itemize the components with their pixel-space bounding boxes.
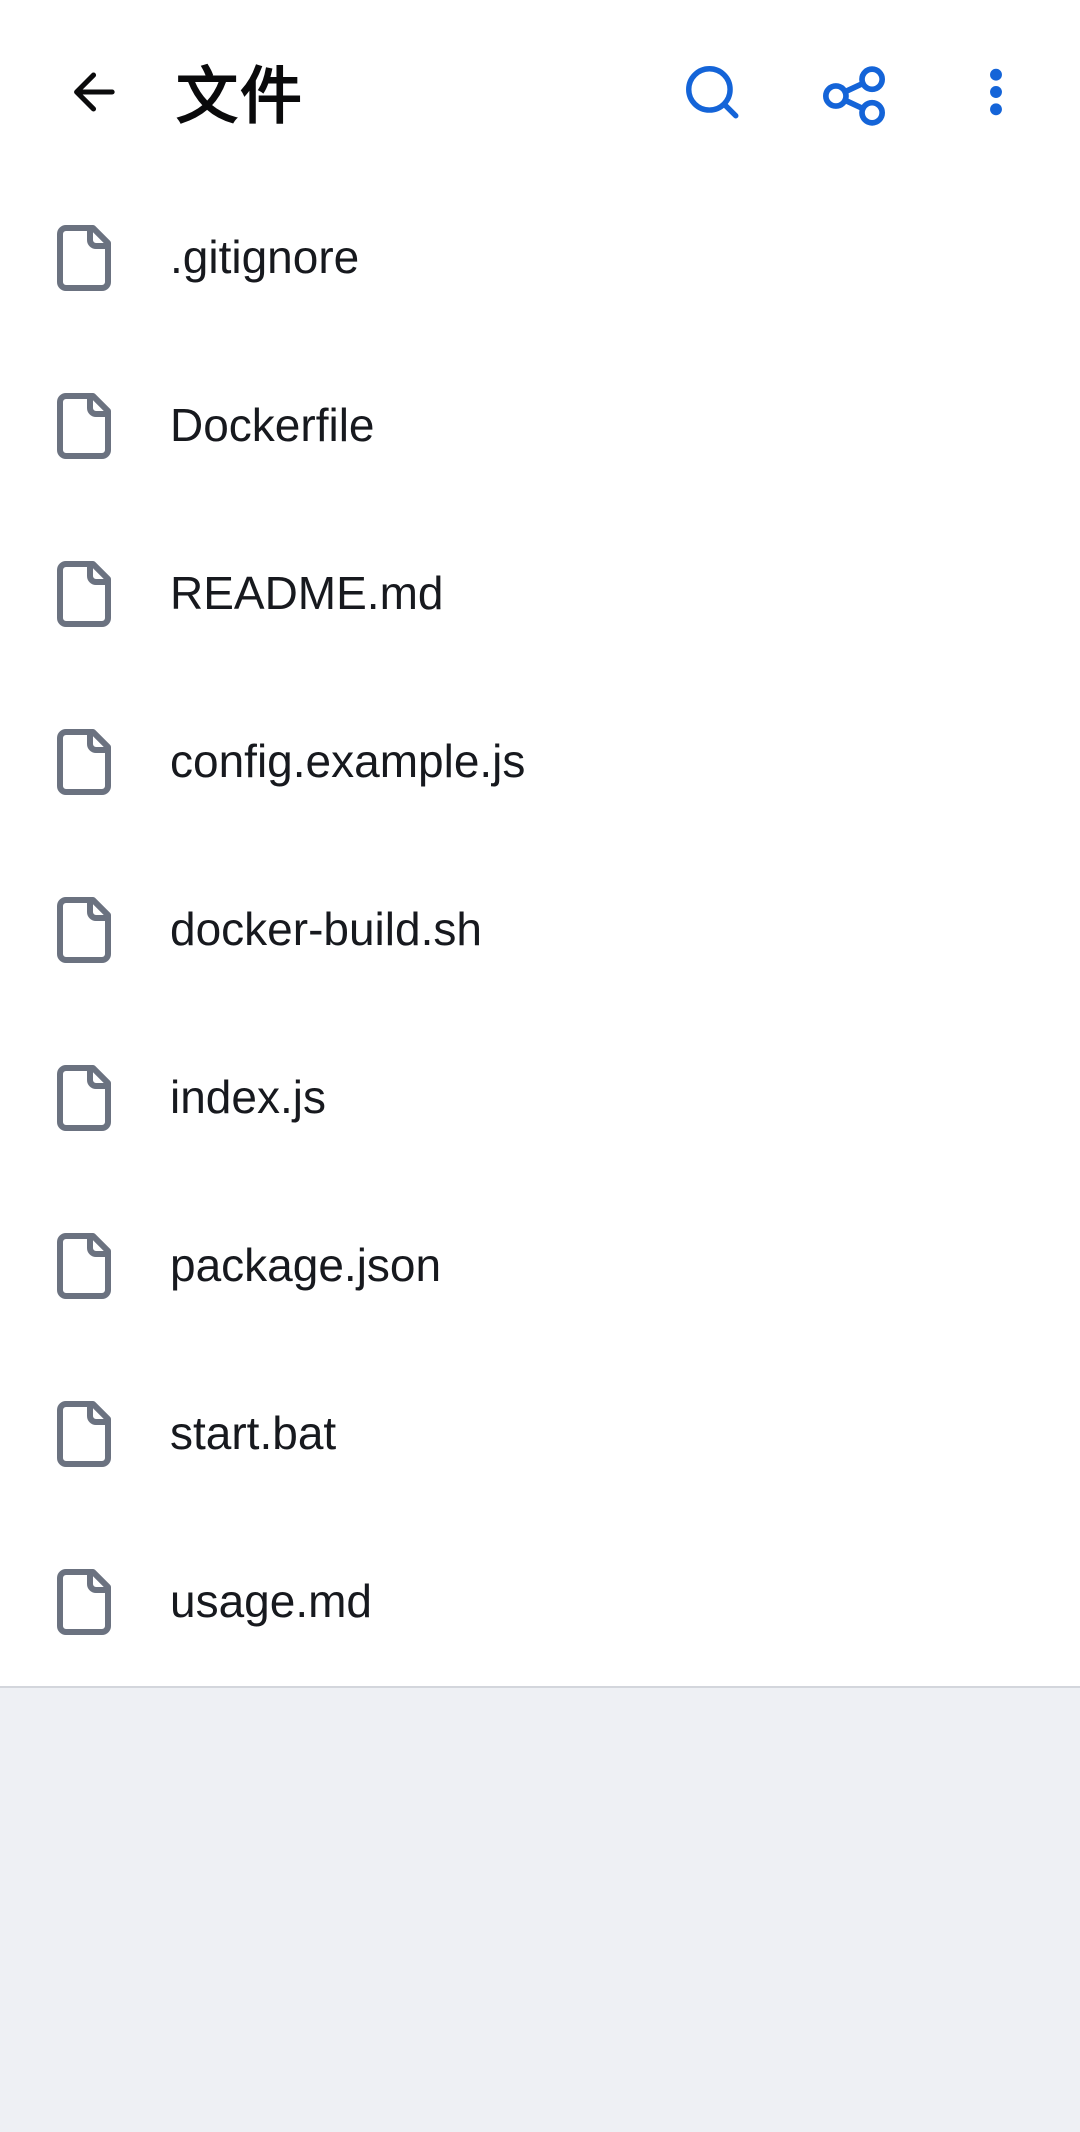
file-outline-icon [48,1398,120,1470]
file-list: .gitignore Dockerfile README.md config.e… [0,174,1080,1686]
file-name-label: package.json [170,1239,442,1292]
file-row[interactable]: README.md [0,510,1080,678]
file-outline-icon [48,726,120,798]
share-icon [823,66,885,126]
search-button[interactable] [680,60,744,124]
file-row[interactable]: .gitignore [0,174,1080,342]
file-row[interactable]: package.json [0,1182,1080,1350]
file-name-label: usage.md [170,1575,373,1628]
file-name-label: README.md [170,567,444,620]
back-button[interactable] [62,60,126,124]
file-outline-icon [48,1062,120,1134]
file-outline-icon [48,558,120,630]
file-row[interactable]: start.bat [0,1350,1080,1518]
file-outline-icon [48,1230,120,1302]
more-options-button[interactable] [964,60,1028,124]
share-button[interactable] [822,64,886,128]
file-name-label: docker-build.sh [170,903,482,956]
app-header: 文件 [0,0,1080,174]
more-vertical-icon [990,68,1002,116]
file-name-label: index.js [170,1071,326,1124]
file-row[interactable]: index.js [0,1014,1080,1182]
file-name-label: config.example.js [170,735,526,788]
page-title: 文件 [176,62,305,132]
file-name-label: Dockerfile [170,399,375,452]
file-row[interactable]: config.example.js [0,678,1080,846]
search-icon [686,66,739,119]
file-row[interactable]: docker-build.sh [0,846,1080,1014]
bottom-panel [0,1686,1080,2132]
file-outline-icon [48,222,120,294]
file-name-label: start.bat [170,1407,337,1460]
file-outline-icon [48,1566,120,1638]
back-arrow-icon [74,72,115,112]
file-outline-icon [48,894,120,966]
file-row[interactable]: usage.md [0,1518,1080,1686]
file-outline-icon [48,390,120,462]
file-name-label: .gitignore [170,231,360,284]
file-row[interactable]: Dockerfile [0,342,1080,510]
